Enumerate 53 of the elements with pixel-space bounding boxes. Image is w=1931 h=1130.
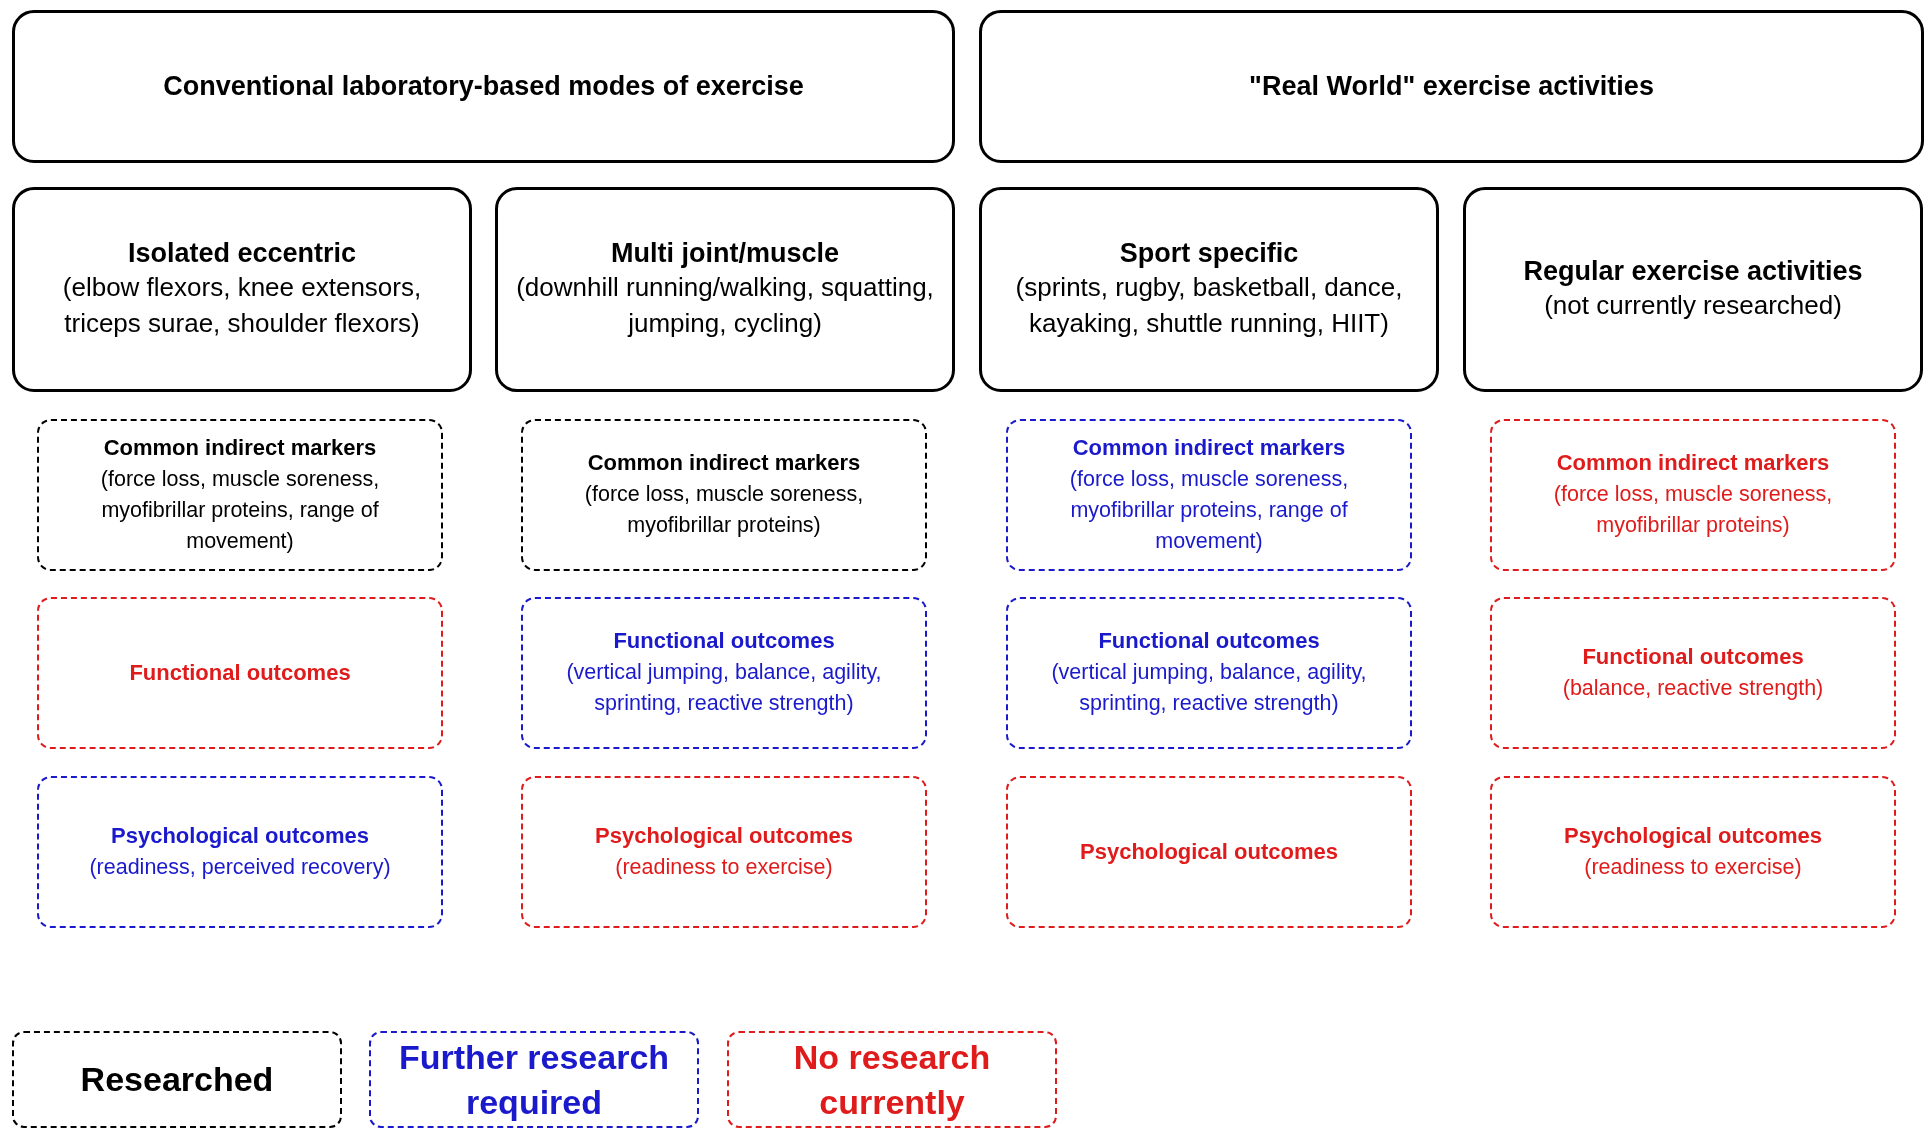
outcome-box	[37, 419, 443, 571]
box-description: (vertical jumping, balance, agility, sprinting, reactive strength)	[565, 659, 883, 718]
outcome-box	[1006, 776, 1412, 928]
box-heading: Common indirect markers	[103, 433, 377, 462]
box-heading: Functional outcomes	[129, 658, 351, 687]
box-description: (balance, reactive strength)	[1562, 674, 1824, 702]
box-description: (force loss, muscle soreness, myofibrillar proteins, range of movement)	[99, 465, 381, 555]
outcome-box	[37, 776, 443, 928]
outcome-box	[1006, 597, 1412, 749]
box-heading: Functional outcomes	[1582, 643, 1804, 671]
outcome-box	[521, 419, 927, 571]
box-heading: Psychological outcomes	[595, 822, 853, 850]
box-heading: Psychological outcomes	[111, 822, 369, 850]
exercise-mode-box	[495, 187, 955, 392]
exercise-mode-box	[1463, 187, 1923, 392]
box-description: (downhill running/walking, squatting, jumping, cycling)	[515, 270, 935, 340]
outcome-box	[1006, 419, 1412, 571]
legend-item: Researched	[12, 1031, 342, 1128]
box-heading: Sport specific	[1119, 237, 1299, 269]
outcome-box	[1490, 597, 1896, 749]
legend-item: No research currently	[727, 1031, 1057, 1128]
box-heading: Common indirect markers	[587, 449, 861, 478]
box-description: (force loss, muscle soreness, myofibrillar proteins)	[583, 481, 865, 540]
outcome-box	[521, 776, 927, 928]
box-description: (sprints, rugby, basketball, dance, kayaking, shuttle running, HIIT)	[1014, 270, 1404, 340]
box-heading: Psychological outcomes	[1564, 822, 1822, 850]
box-heading: Regular exercise activities	[1523, 255, 1863, 287]
box-description: (readiness, perceived recovery)	[89, 853, 391, 881]
box-heading: Functional outcomes	[1098, 627, 1320, 656]
box-description: (force loss, muscle soreness, myofibrillar proteins)	[1552, 481, 1834, 540]
outcome-box	[1490, 419, 1896, 571]
box-description: (readiness to exercise)	[615, 853, 833, 881]
box-heading: Common indirect markers	[1556, 449, 1830, 478]
box-heading: "Real World" exercise activities	[1249, 71, 1654, 102]
box-description: (force loss, muscle soreness, myofibrillar proteins, range of movement)	[1068, 465, 1350, 555]
box-description: (readiness to exercise)	[1584, 853, 1802, 881]
box-heading: Psychological outcomes	[1080, 837, 1338, 866]
legend-item: Further research required	[369, 1031, 699, 1128]
category-header-box	[12, 10, 955, 163]
exercise-mode-box	[979, 187, 1439, 392]
box-heading: Multi joint/muscle	[611, 237, 839, 269]
box-heading: Isolated eccentric	[127, 237, 357, 269]
outcome-box	[521, 597, 927, 749]
box-description: (vertical jumping, balance, agility, sprinting, reactive strength)	[1050, 659, 1368, 718]
outcome-box	[37, 597, 443, 749]
category-header-box	[979, 10, 1924, 163]
box-heading: Common indirect markers	[1072, 433, 1346, 462]
box-description: (elbow flexors, knee extensors, triceps surae, shoulder flexors)	[61, 270, 423, 340]
box-description: (not currently researched)	[1544, 288, 1842, 322]
outcome-box	[1490, 776, 1896, 928]
box-heading: Functional outcomes	[613, 627, 835, 656]
box-heading: Conventional laboratory-based modes of exercise	[163, 71, 804, 102]
exercise-mode-box	[12, 187, 472, 392]
